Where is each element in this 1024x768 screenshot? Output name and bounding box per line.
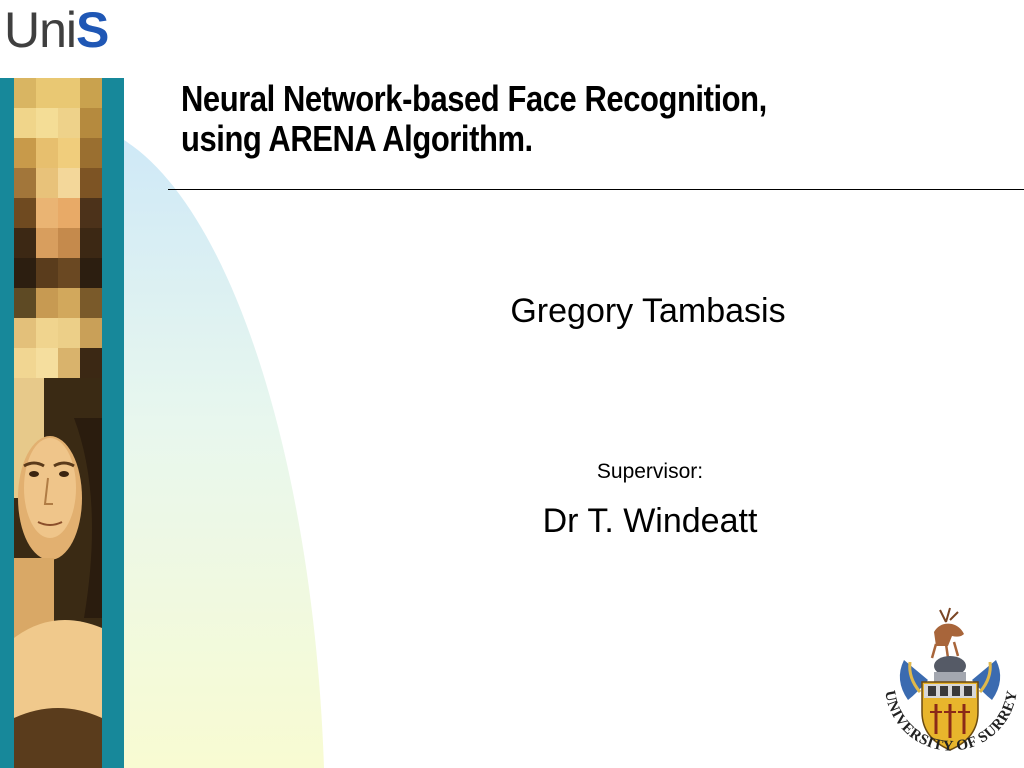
logo-s-text: S (76, 2, 109, 58)
slide-title: Neural Network-based Face Recognition, u… (181, 79, 886, 159)
mona-lisa-portrait (14, 78, 102, 768)
title-line-1: Neural Network-based Face Recognition, (181, 78, 767, 119)
title-line-2: using ARENA Algorithm. (181, 118, 533, 159)
stag-icon (930, 607, 964, 659)
shield-icon (921, 681, 979, 751)
logo-uni-text: Uni (4, 2, 77, 58)
unis-logo: UniS (4, 2, 109, 58)
title-underline (168, 189, 1024, 190)
author-name: Gregory Tambasis (510, 292, 786, 330)
supervisor-name: Dr T. Windeatt (542, 502, 758, 540)
university-crest: UNIVERSITY OF SURREY (881, 607, 1020, 755)
supervisor-label: Supervisor: (596, 460, 704, 483)
decorative-curve (124, 140, 324, 768)
